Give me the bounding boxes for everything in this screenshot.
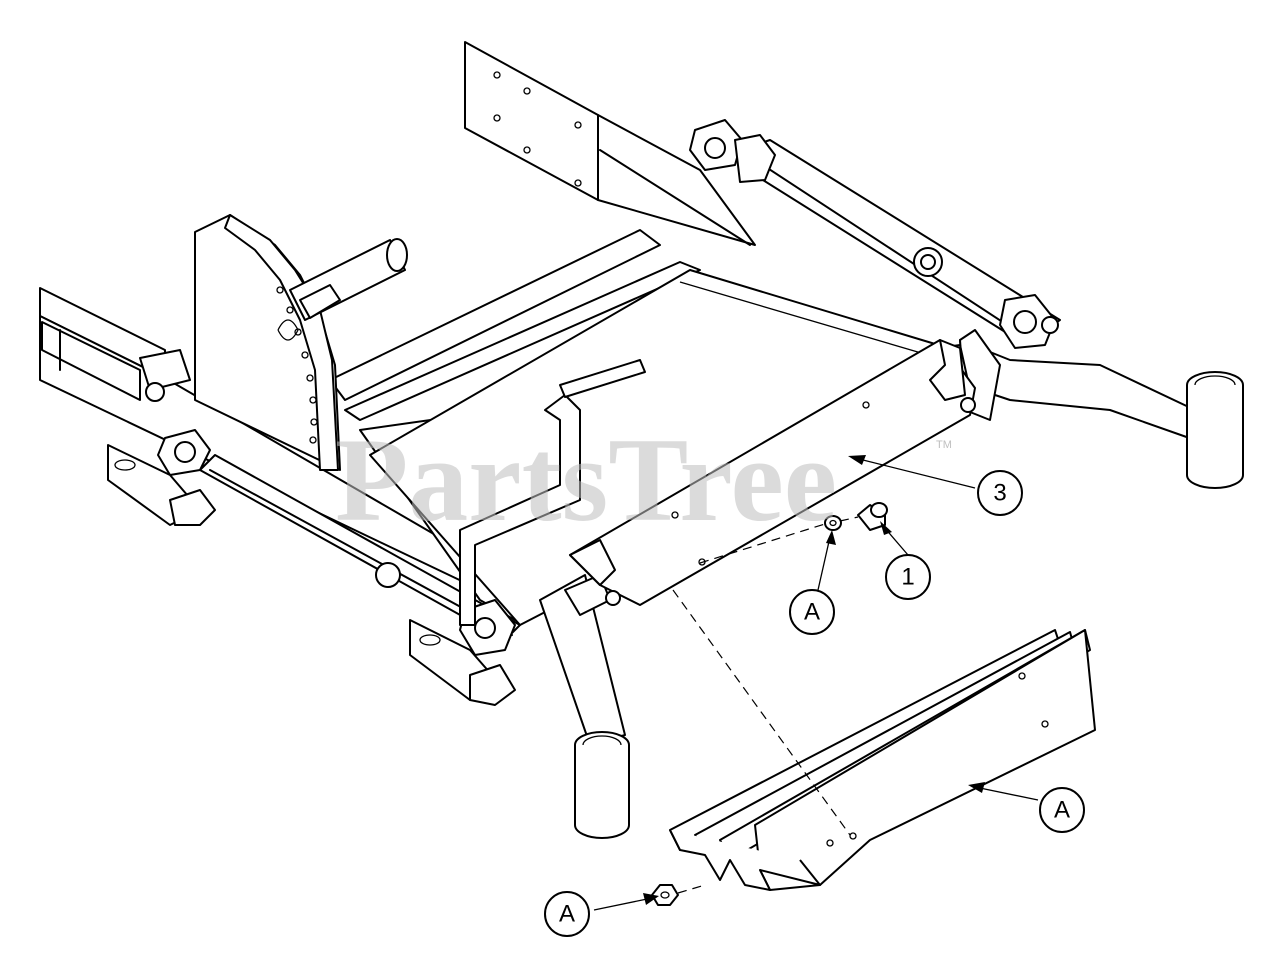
callout-1-label: 1	[901, 564, 914, 591]
rear-axle-tube	[689, 119, 1061, 349]
rear-mount-plate	[464, 41, 756, 246]
callout-a-right-label: A	[1054, 797, 1070, 824]
baffle-plates-exploded	[669, 629, 1096, 891]
callout-a-upper-label: A	[804, 599, 820, 626]
callout-a-right: A	[1039, 787, 1085, 833]
watermark-text: PartsTree	[335, 413, 837, 546]
left-caster-arm	[539, 574, 630, 839]
front-axle-rod	[107, 349, 521, 706]
callout-a-lower: A	[544, 891, 590, 937]
callout-3: 3	[977, 470, 1023, 516]
callout-3-label: 3	[993, 480, 1006, 507]
washer-part-a	[824, 515, 842, 531]
nut-part-a	[651, 884, 679, 906]
height-adjust-plate	[194, 214, 341, 471]
callout-1: 1	[885, 554, 931, 600]
callout-a-lower-label: A	[559, 901, 575, 928]
parts-tree-watermark: PartsTree TM	[335, 413, 952, 546]
adjust-pin-handle	[289, 238, 408, 321]
callout-leaders	[593, 455, 1039, 911]
right-caster-arm	[959, 329, 1244, 489]
baffle-mounted	[569, 339, 976, 606]
assembly-lines	[672, 516, 859, 894]
watermark-tm: TM	[936, 439, 952, 451]
callout-a-upper: A	[789, 589, 835, 635]
bolt-part-1	[857, 502, 888, 531]
center-lift-arm	[459, 359, 646, 626]
